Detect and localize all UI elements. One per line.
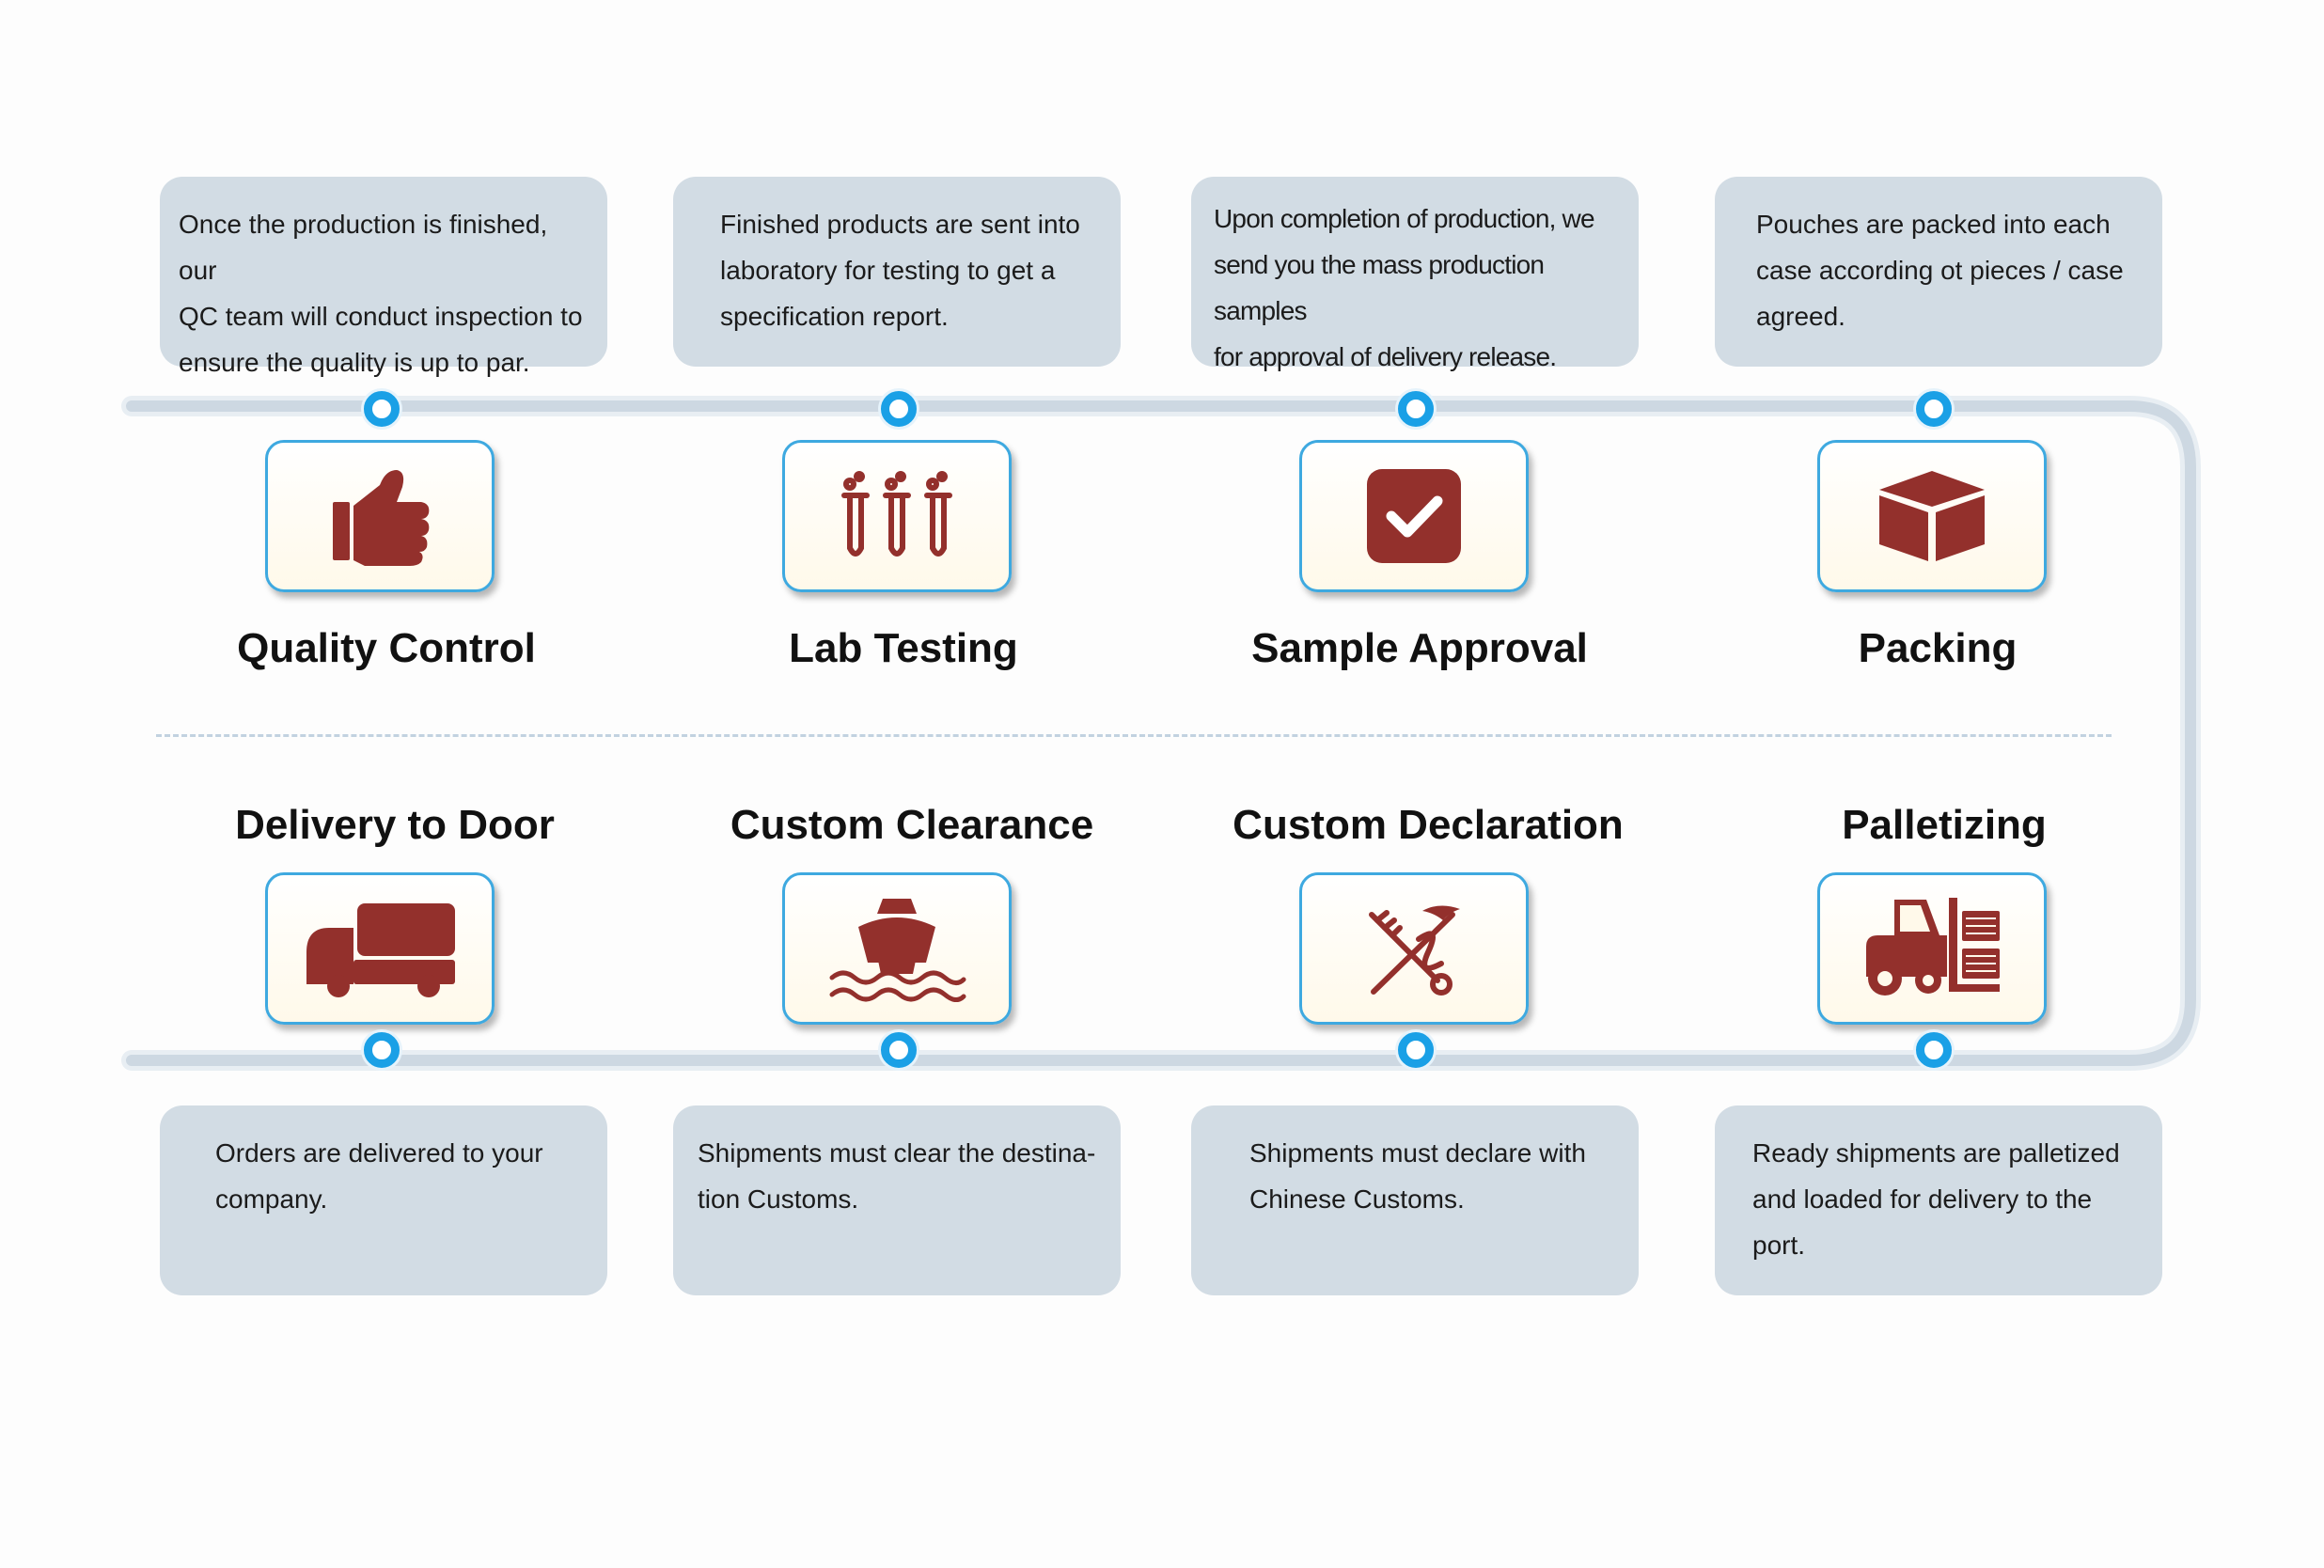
step-title-custom-declaration: Custom Declaration (1233, 802, 1624, 848)
description-line: Shipments must clear the destina- (698, 1138, 1096, 1168)
ship-icon (829, 899, 966, 1002)
description-line: Ready shipments are palletized (1752, 1138, 2120, 1168)
description-line: tion Customs. (698, 1184, 859, 1214)
step-title-custom-clearance: Custom Clearance (730, 802, 1094, 848)
description-line: for approval of delivery release. (1214, 342, 1557, 371)
test-tubes-icon (841, 471, 952, 557)
step-title-sample-approval: Sample Approval (1251, 625, 1588, 671)
icon-card-palletizing (1817, 872, 2047, 1025)
description-line: agreed. (1756, 302, 1845, 331)
truck-icon (306, 903, 455, 997)
timeline-node (364, 391, 400, 427)
description-line: send you the mass production samples (1214, 250, 1545, 325)
description-line: Once the production is finished, our (179, 210, 548, 285)
description-line: Pouches are packed into each (1756, 210, 2111, 239)
thumbs-up-icon (333, 470, 430, 566)
timeline-node (1916, 391, 1952, 427)
step-title-palletizing: Palletizing (1842, 802, 2047, 848)
description-line: laboratory for testing to get a (720, 256, 1056, 285)
timeline-node (364, 1032, 400, 1068)
description-line: port. (1752, 1231, 1806, 1260)
step-description-packing: Pouches are packed into each case accord… (1715, 177, 2162, 367)
description-line: ensure the quality is up to par. (179, 348, 530, 377)
timeline-node (881, 391, 917, 427)
timeline-node (1398, 1032, 1434, 1068)
step-description-custom-clearance: Shipments must clear the destina- tion C… (673, 1105, 1121, 1295)
step-title-lab-testing: Lab Testing (789, 625, 1018, 671)
step-description-custom-declaration: Shipments must declare with Chinese Cust… (1191, 1105, 1639, 1295)
step-description-palletizing: Ready shipments are palletized and loade… (1715, 1105, 2162, 1295)
step-title-delivery-to-door: Delivery to Door (235, 802, 555, 848)
icon-card-quality-control (265, 440, 495, 592)
description-line: Orders are delivered to your (215, 1138, 543, 1168)
step-description-sample-approval: Upon completion of production, we send y… (1191, 177, 1639, 371)
icon-card-sample-approval (1299, 440, 1529, 592)
icon-card-custom-clearance (782, 872, 1012, 1025)
timeline-node (1398, 391, 1434, 427)
step-description-delivery-to-door: Orders are delivered to your company. (160, 1105, 607, 1295)
description-line: Finished products are sent into (720, 210, 1080, 239)
description-line: QC team will conduct inspection to (179, 302, 583, 331)
customs-emblem-icon (1369, 905, 1460, 996)
step-description-lab-testing: Finished products are sent into laborato… (673, 177, 1121, 367)
description-line: Chinese Customs. (1249, 1184, 1465, 1214)
icon-card-packing (1817, 440, 2047, 592)
step-title-packing: Packing (1858, 625, 2018, 671)
icon-card-custom-declaration (1299, 872, 1529, 1025)
checkbox-icon (1367, 469, 1461, 563)
row-divider (156, 734, 2112, 737)
icon-card-delivery-to-door (265, 872, 495, 1025)
forklift-icon (1866, 898, 2000, 996)
description-line: case according ot pieces / case (1756, 256, 2124, 285)
description-line: Upon completion of production, we (1214, 204, 1595, 233)
step-title-quality-control: Quality Control (237, 625, 536, 671)
step-description-quality-control: Once the production is finished, our QC … (160, 177, 607, 377)
timeline-node (881, 1032, 917, 1068)
box-icon (1879, 471, 1985, 561)
description-line: Shipments must declare with (1249, 1138, 1586, 1168)
icon-card-lab-testing (782, 440, 1012, 592)
description-line: specification report. (720, 302, 949, 331)
timeline-node (1916, 1032, 1952, 1068)
description-line: and loaded for delivery to the (1752, 1184, 2093, 1214)
description-line: company. (215, 1184, 328, 1214)
